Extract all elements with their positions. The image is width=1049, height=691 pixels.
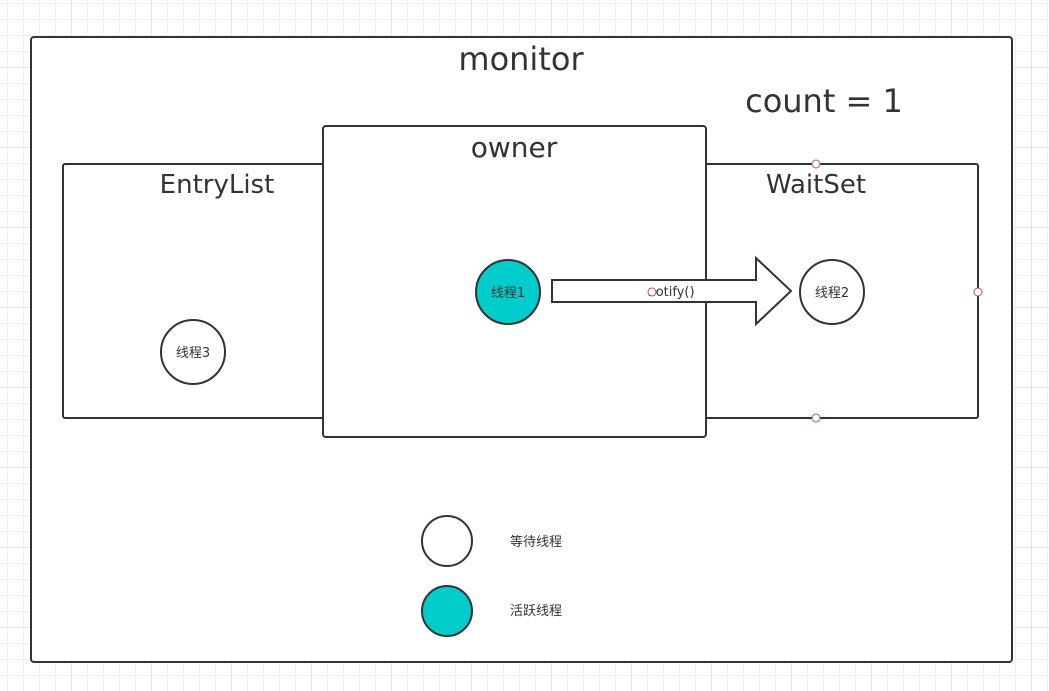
band-handle-right[interactable] [973, 287, 983, 297]
entrylist-label: EntryList [160, 170, 275, 200]
legend-waiting-label: 等待线程 [510, 534, 562, 550]
count-label: count = 1 [745, 82, 903, 120]
monitor-title: monitor [458, 40, 584, 78]
owner-label: owner [471, 131, 558, 164]
thread-3-waiting-node[interactable] [160, 319, 226, 385]
thread-1-active-node[interactable] [475, 259, 541, 325]
notify-arrow-label: notify() [647, 285, 694, 300]
thread-1-label: 线程1 [491, 286, 525, 301]
legend-active-swatch [421, 585, 473, 637]
arrow-connector-handle[interactable] [647, 287, 657, 297]
waitset-label: WaitSet [766, 170, 866, 200]
notify-arrow[interactable] [551, 255, 793, 327]
band-handle-bottom[interactable] [811, 413, 821, 423]
thread-3-label: 线程3 [176, 346, 210, 361]
band-handle-top[interactable] [811, 159, 821, 169]
thread-2-label: 线程2 [815, 286, 849, 301]
legend-waiting-swatch [421, 515, 473, 567]
thread-2-waiting-node[interactable] [799, 259, 865, 325]
legend-active-label: 活跃线程 [510, 604, 562, 619]
